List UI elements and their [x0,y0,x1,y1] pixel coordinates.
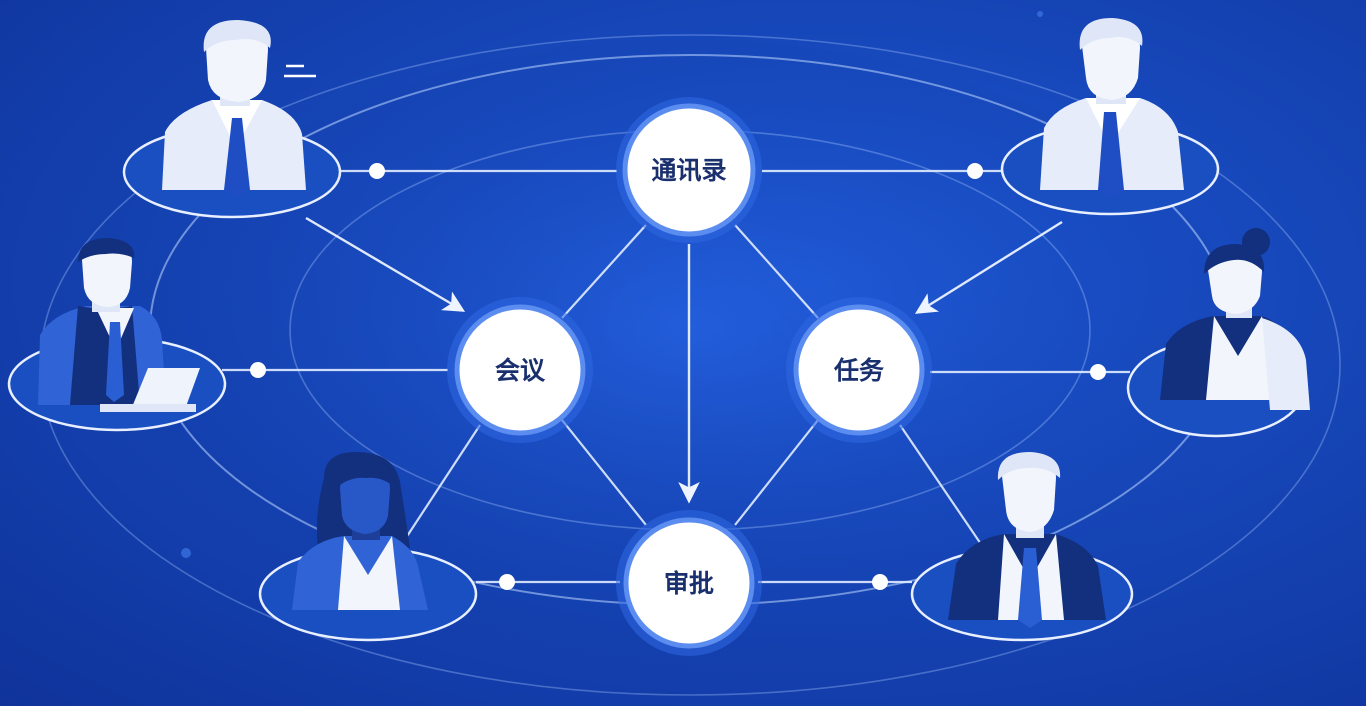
dot-middle-right [1090,364,1106,380]
hub-contacts-label: 通讯录 [651,156,726,185]
arrow-man-top-right-to-task [914,220,1063,314]
link-meeting-woman-bottom-left [397,424,481,551]
person-woman-bottom-left [258,452,478,642]
sparkle-dot-top [1037,11,1043,17]
sparkle-dot-left [181,548,191,558]
person-man-top-left [122,20,342,219]
dot-middle-left [250,362,266,378]
connector-dots [250,163,1106,590]
dot-bottom-left [499,574,515,590]
menu-icon [284,64,316,78]
person-man-bottom-right [910,452,1134,642]
person-man-laptop [7,238,227,432]
hub-task: 任务 [786,297,932,443]
link-contacts-task [734,224,819,319]
hub-approval-label: 审批 [664,569,714,598]
hub-task-label: 任务 [833,356,884,385]
dot-top-right [967,163,983,179]
arrow-man-top-left-to-meeting [305,216,466,312]
link-meeting-approval [561,419,647,526]
link-task-man-bottom-right [899,424,986,551]
person-woman-bun [1126,228,1310,438]
link-contacts-meeting [561,224,647,319]
arrows [305,216,1063,504]
link-task-approval [734,419,819,526]
hub-contacts: 通讯录 [616,97,762,243]
hub-meeting: 会议 [447,297,593,443]
hub-approval: 审批 [616,510,762,656]
hub-meeting-label: 会议 [495,356,546,385]
person-man-top-right [1000,18,1220,216]
dot-top-left [369,163,385,179]
dot-bottom-right [872,574,888,590]
